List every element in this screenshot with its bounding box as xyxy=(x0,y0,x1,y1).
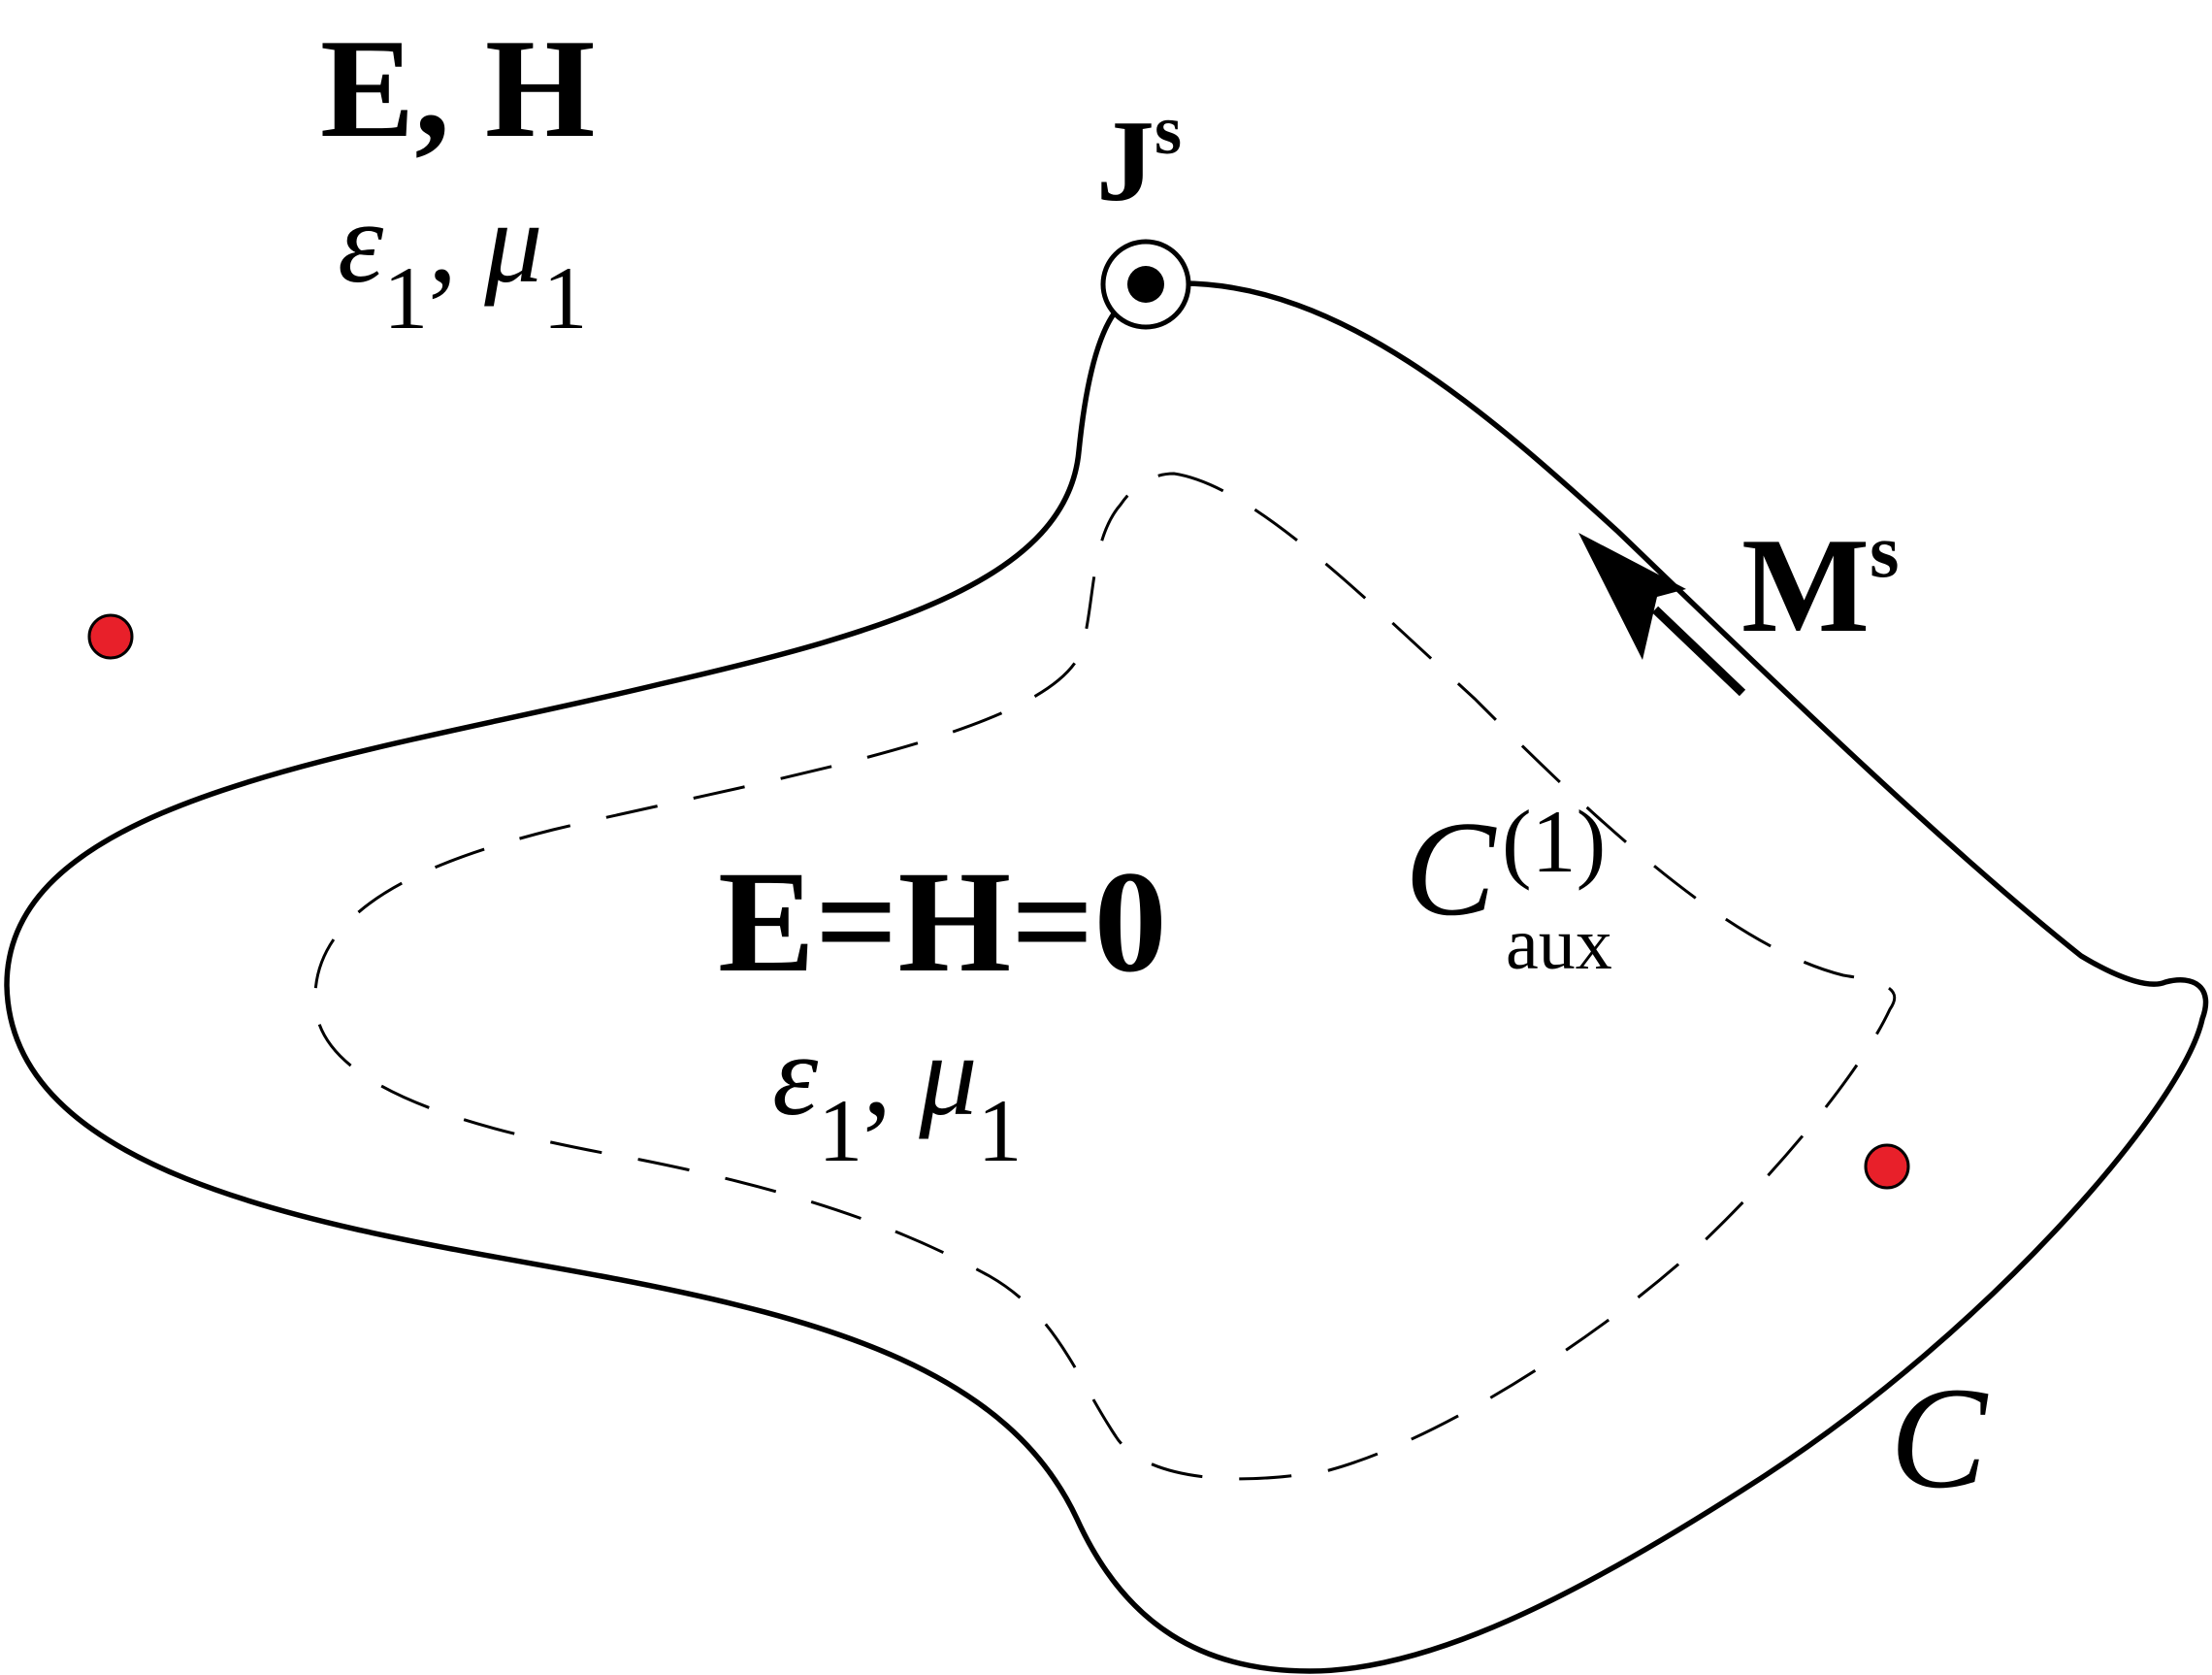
contour-aux-outline xyxy=(313,472,1897,1481)
epsilon-subscript: 1 xyxy=(383,248,428,347)
aux-contour-symbol: C xyxy=(1405,794,1497,944)
magnetic-current-superscript: s xyxy=(1870,509,1899,593)
mu-symbol: μ xyxy=(483,178,542,307)
mu-subscript: 1 xyxy=(543,248,588,347)
inner-fields-label: E=H=0 xyxy=(718,841,1167,1002)
mu-symbol: μ xyxy=(918,1010,977,1139)
observation-point-marker xyxy=(87,613,134,660)
epsilon-subscript: 1 xyxy=(818,1081,862,1180)
auxiliary-contour-label: C (1) aux xyxy=(1405,792,1612,985)
field-h-symbol: H xyxy=(485,10,596,167)
material-separator: , xyxy=(862,1010,892,1139)
aux-contour-subscript: aux xyxy=(1506,903,1612,985)
electric-current-superscript: s xyxy=(1155,91,1182,169)
magnetic-current-label: Ms xyxy=(1741,509,1900,661)
outer-fields-label: E,H xyxy=(320,10,595,167)
electric-current-symbol: J xyxy=(1096,96,1155,225)
field-separator: , xyxy=(414,10,450,167)
magnetic-current-symbol: M xyxy=(1741,510,1870,661)
electric-current-source-marker xyxy=(1100,239,1191,330)
epsilon-symbol: ε xyxy=(338,178,384,307)
mu-subscript: 1 xyxy=(978,1081,1023,1180)
contour-c-outline xyxy=(4,280,2209,1674)
magnetic-current-arrowhead xyxy=(1578,533,1686,660)
material-separator: , xyxy=(428,178,457,307)
interior-point-marker xyxy=(1864,1143,1910,1190)
outer-material-label: ε1,μ1 xyxy=(338,178,588,347)
electric-current-label: Js xyxy=(1096,91,1182,225)
field-e-symbol: E xyxy=(320,10,414,167)
aux-contour-superscript: (1) xyxy=(1502,792,1606,891)
magnetic-current-arrow-shaft xyxy=(1651,606,1746,697)
inner-material-label: ε1,μ1 xyxy=(772,1010,1023,1180)
main-contour-label: C xyxy=(1890,1358,1989,1519)
epsilon-symbol: ε xyxy=(772,1010,819,1139)
